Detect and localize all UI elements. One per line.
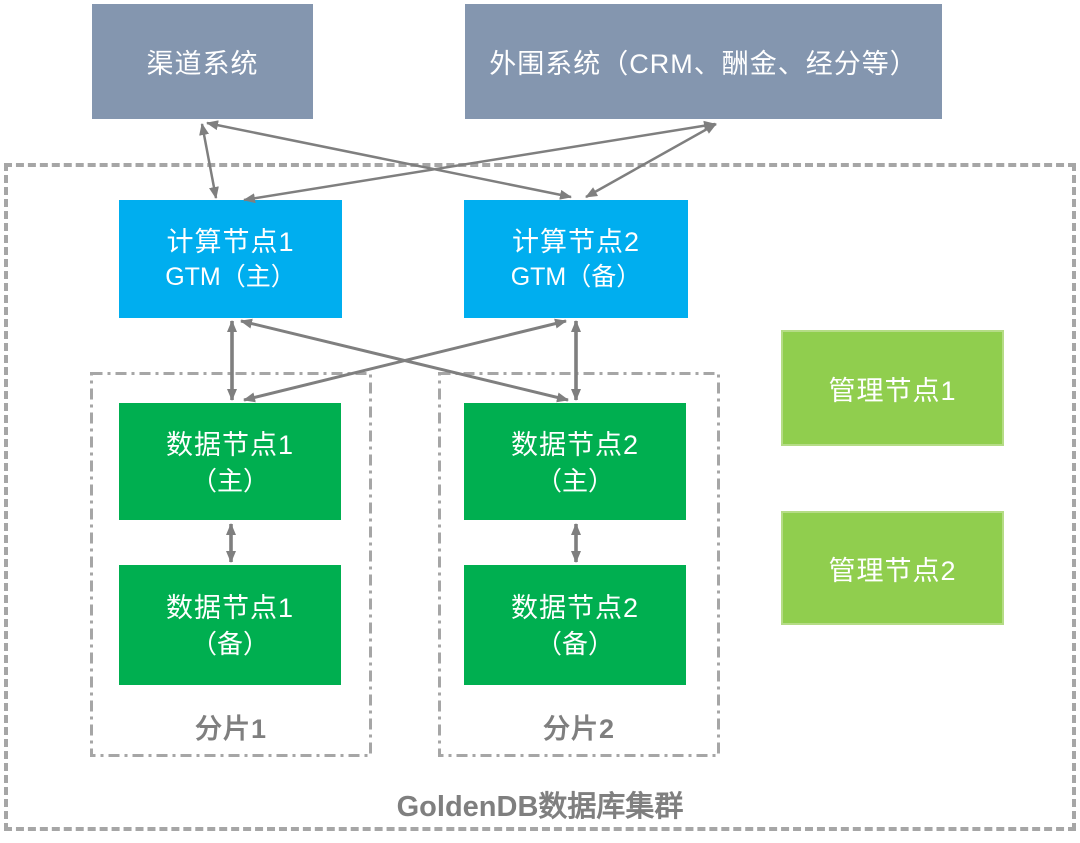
peripheral-system-label: 外围系统（CRM、酬金、经分等） xyxy=(489,49,918,79)
data-node-2-primary-box: 数据节点2 （主） xyxy=(464,403,686,520)
data-node-1-primary-role: （主） xyxy=(190,465,269,496)
data-node-2-primary-name: 数据节点2 xyxy=(510,429,640,460)
data-node-1-standby-name: 数据节点1 xyxy=(165,593,295,623)
cluster-title: GoldenDB数据库集群 xyxy=(396,791,684,823)
management-node-2-box: 管理节点2 xyxy=(781,511,1004,625)
data-node-2-standby-role: （备） xyxy=(535,629,614,659)
compute-node-1-role: GTM（主） xyxy=(165,263,296,291)
management-node-2-label: 管理节点2 xyxy=(828,555,957,586)
compute-node-1-name: 计算节点1 xyxy=(166,227,295,257)
channel-system-label: 渠道系统 xyxy=(146,49,259,79)
shard-1-label: 分片1 xyxy=(194,714,268,744)
management-node-1-box: 管理节点1 xyxy=(781,330,1004,446)
compute-node-1-box: 计算节点1 GTM（主） xyxy=(119,200,342,318)
channel-system-box: 渠道系统 xyxy=(92,4,313,119)
data-node-1-standby-role: （备） xyxy=(190,629,269,659)
compute-node-2-name: 计算节点2 xyxy=(511,227,641,257)
management-node-1-label: 管理节点1 xyxy=(828,375,957,406)
data-node-2-standby-name: 数据节点2 xyxy=(510,593,640,623)
data-node-2-primary-role: （主） xyxy=(535,465,614,496)
shard-2-label: 分片2 xyxy=(542,714,616,744)
peripheral-system-box: 外围系统（CRM、酬金、经分等） xyxy=(465,4,942,119)
data-node-1-standby-box: 数据节点1 （备） xyxy=(119,565,341,685)
compute-node-2-box: 计算节点2 GTM（备） xyxy=(464,200,688,318)
data-node-1-primary-name: 数据节点1 xyxy=(165,429,295,460)
data-node-1-primary-box: 数据节点1 （主） xyxy=(119,403,341,520)
compute-node-2-role: GTM（备） xyxy=(510,263,642,291)
data-node-2-standby-box: 数据节点2 （备） xyxy=(464,565,686,685)
